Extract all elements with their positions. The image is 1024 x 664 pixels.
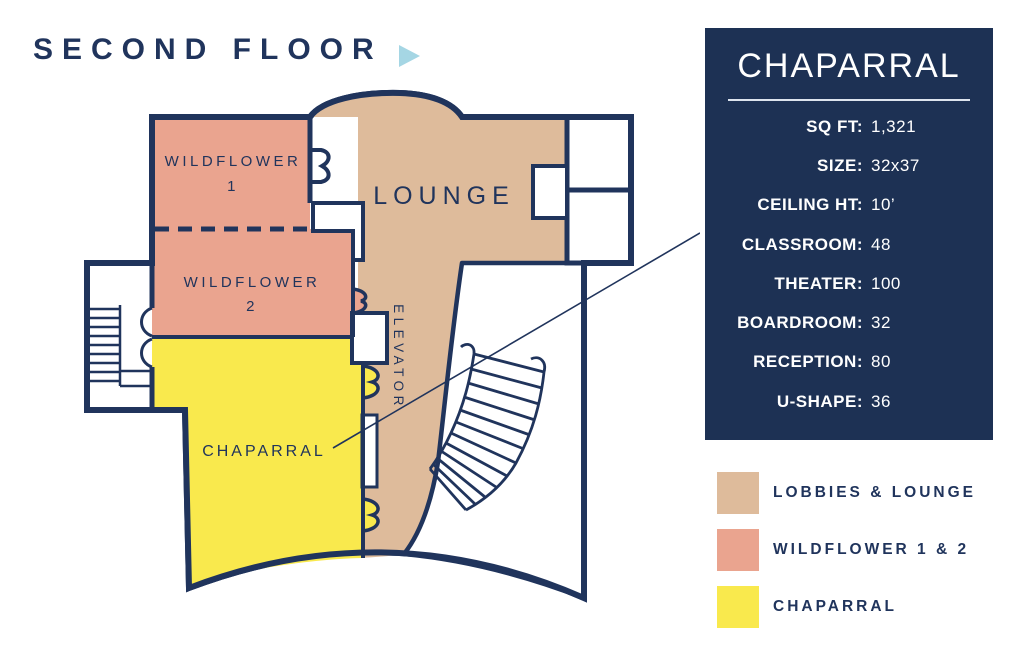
right-room-lower: [564, 187, 634, 266]
legend-label: WILDFLOWER 1 & 2: [773, 541, 970, 558]
right-room-upper: [564, 114, 634, 193]
page-title: SECOND FLOOR: [33, 33, 383, 66]
staircase: [428, 342, 547, 512]
label-wildflower1-line2: 1: [227, 178, 239, 195]
info-label: BOARDROOM:: [737, 313, 863, 333]
label-wildflower2-line2: 2: [246, 298, 258, 315]
callout-line: [332, 232, 700, 449]
info-row-reception: RECEPTION: 80: [705, 343, 993, 382]
info-row-ushape: U-SHAPE: 36: [705, 382, 993, 421]
info-row-size: SIZE: 32x37: [705, 146, 993, 185]
legend-item-wildflower: WILDFLOWER 1 & 2: [717, 529, 969, 571]
info-label: CLASSROOM:: [741, 234, 863, 254]
info-label: CEILING HT:: [757, 195, 863, 215]
panel-rows: SQ FT: 1,321 SIZE: 32x37 CEILING HT: 10’…: [705, 107, 993, 421]
label-chaparral: CHAPARRAL: [202, 443, 326, 460]
panel-title: CHAPARRAL: [737, 47, 961, 85]
info-value: 1,321: [871, 116, 917, 136]
info-row-boardroom: BOARDROOM: 32: [705, 303, 993, 342]
info-label: SIZE:: [817, 155, 863, 175]
play-arrow-icon: [399, 45, 420, 67]
room-chaparral-shape: [152, 337, 363, 586]
info-value: 100: [871, 273, 901, 293]
floorplan-svg: WILDFLOWER 1 WILDFLOWER 2 LOUNGE CHAPARR…: [84, 89, 700, 603]
info-label: RECEPTION:: [753, 352, 863, 372]
door-bump-chaparral-lower: [361, 497, 380, 533]
lounge-swatch: [717, 472, 759, 514]
info-value: 48: [871, 234, 891, 254]
door-bump-chaparral-upper: [361, 364, 380, 400]
info-row-ceiling: CEILING HT: 10’: [705, 186, 993, 225]
legend-item-lounge: LOBBIES & LOUNGE: [717, 472, 976, 514]
legend-item-chaparral: CHAPARRAL: [717, 586, 897, 628]
room-wildflower1-shape: [152, 117, 310, 229]
info-label: U-SHAPE:: [776, 391, 863, 411]
side-stairwell-stairs: [88, 305, 152, 388]
info-value: 80: [871, 352, 891, 372]
info-value: 10’: [871, 195, 896, 215]
label-elevator: ELEVATOR: [391, 304, 406, 410]
info-value: 36: [871, 391, 891, 411]
info-value: 32: [871, 313, 891, 333]
info-value: 32x37: [871, 155, 920, 175]
label-wildflower2-line1: WILDFLOWER: [184, 274, 321, 291]
label-lounge: LOUNGE: [373, 182, 515, 210]
panel-divider: [728, 99, 970, 101]
info-row-classroom: CLASSROOM: 48: [705, 225, 993, 264]
wildflower-swatch: [717, 529, 759, 571]
lounge-closet: [531, 164, 569, 220]
door-arc-stairwell-lower: [140, 337, 153, 369]
info-row-theater: THEATER: 100: [705, 264, 993, 303]
room-wildflower2-shape: [152, 229, 353, 337]
label-wildflower1-line1: WILDFLOWER: [165, 153, 302, 170]
info-label: SQ FT:: [806, 116, 863, 136]
info-label: THEATER:: [774, 273, 863, 293]
building-outline-stroke: [84, 89, 634, 603]
door-notch-wildflower1: [308, 148, 331, 184]
elevator-shaft: [350, 311, 389, 365]
door-arc-stairwell-upper: [140, 306, 153, 338]
legend-label: CHAPARRAL: [773, 598, 898, 615]
chaparral-swatch: [717, 586, 759, 628]
info-row-sqft: SQ FT: 1,321: [705, 107, 993, 146]
info-panel: CHAPARRAL SQ FT: 1,321 SIZE: 32x37 CEILI…: [705, 28, 993, 440]
legend-label: LOBBIES & LOUNGE: [773, 484, 977, 501]
